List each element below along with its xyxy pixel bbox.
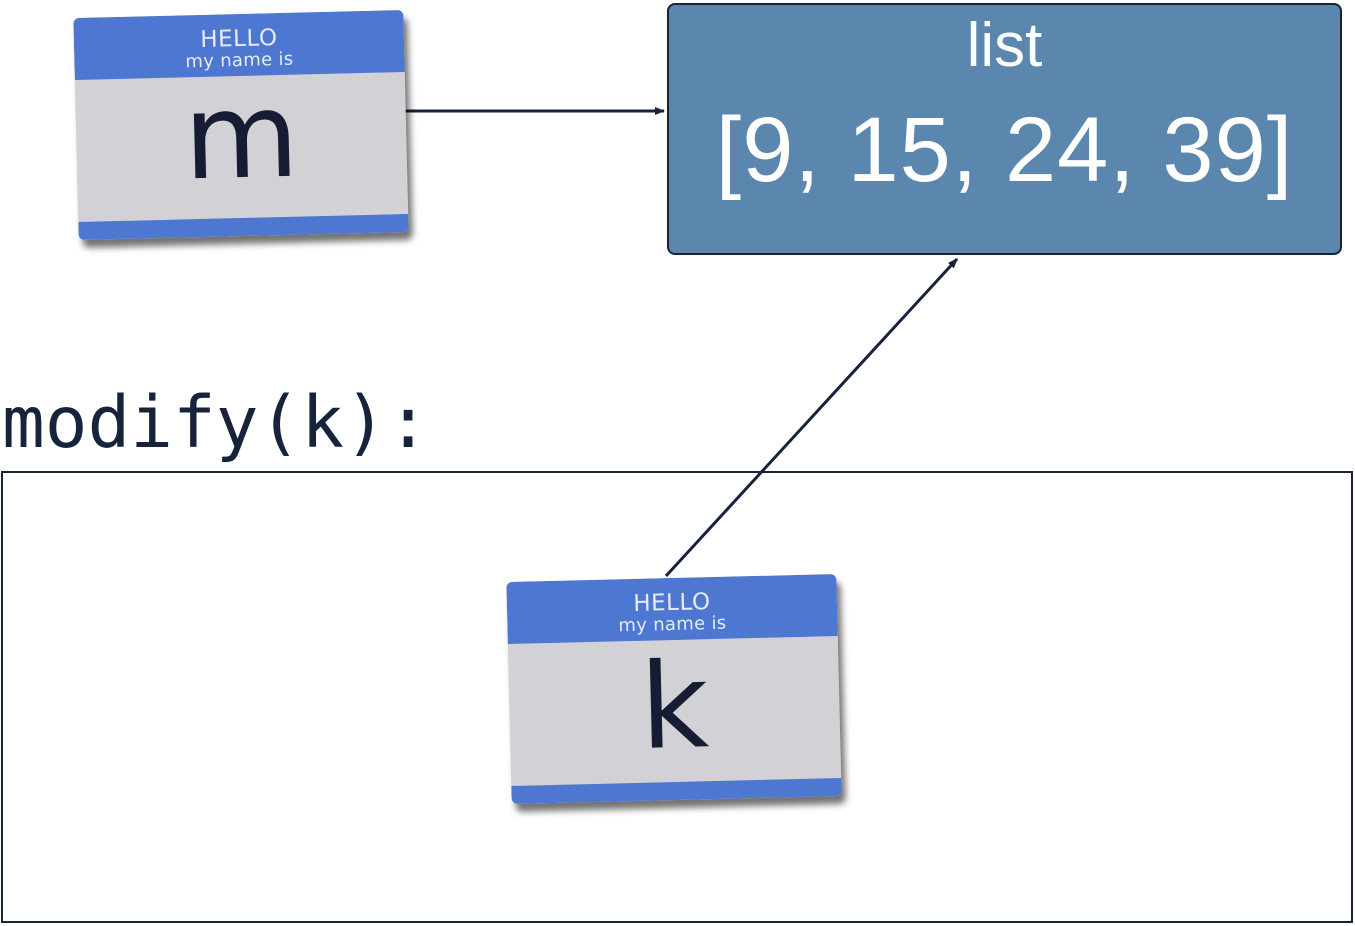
name-tag-variable: k — [638, 636, 711, 776]
function-signature: modify(k): — [2, 381, 430, 464]
list-type-label: list — [966, 11, 1043, 80]
name-tag-variable: m — [182, 65, 301, 207]
name-tag-footer-stripe — [78, 213, 409, 240]
name-tag-m: HELLO my name is m — [73, 10, 409, 240]
name-tag-k: HELLO my name is k — [506, 574, 842, 804]
list-values: [9, 15, 24, 39] — [715, 99, 1294, 201]
list-object-box: list [9, 15, 24, 39] — [667, 3, 1342, 255]
